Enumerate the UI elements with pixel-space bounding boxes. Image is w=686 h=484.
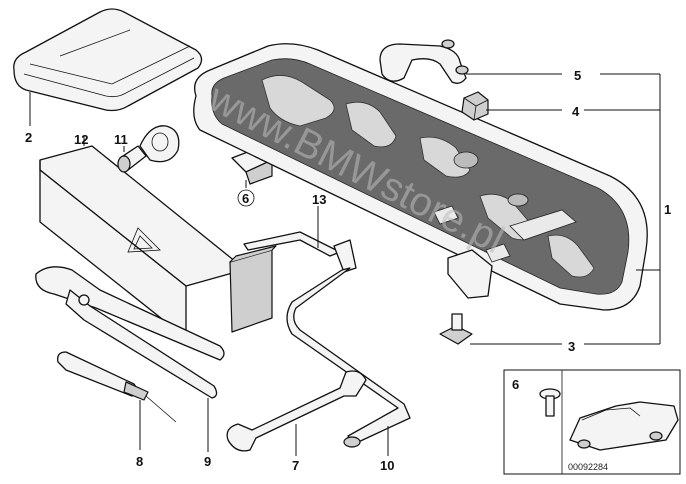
label-part-10: 10 [380,458,394,473]
label-part-13: 13 [312,192,326,207]
part-9-pliers [35,266,225,399]
part-8-screwdriver [57,351,177,423]
part-3-wing-bolt [439,313,473,345]
label-part-9: 9 [204,454,211,469]
label-part-5: 5 [574,68,581,83]
leader-lines [29,73,661,456]
label-part-8: 8 [136,454,143,469]
label-part-7: 7 [292,458,299,473]
part-10-wheel-brace [286,239,411,448]
inset-box [503,369,681,475]
label-part-6: 6 [242,191,249,206]
label-part-6-circle [237,189,255,207]
part-2-tool-pouch [13,8,203,112]
label-part-11: 11 [114,132,128,147]
part-13-hex-key [243,231,341,257]
part-5-clip [379,39,469,84]
part-4-nut [461,91,489,121]
part-1-tool-tray [193,43,648,311]
label-part-12: 12 [74,132,88,147]
label-part-2: 2 [25,130,32,145]
inset-screw [539,388,561,417]
part-11-towing-eye [117,125,180,173]
part-12-warning-triangle-case [39,145,277,339]
label-part-4: 4 [572,104,580,119]
label-part-6-inset: 6 [512,377,519,392]
label-part-1: 1 [664,202,671,217]
part-7-wrench [226,370,367,452]
inset-car [569,401,679,451]
reference-code: 00092284 [568,462,608,472]
label-part-3: 3 [568,339,575,354]
